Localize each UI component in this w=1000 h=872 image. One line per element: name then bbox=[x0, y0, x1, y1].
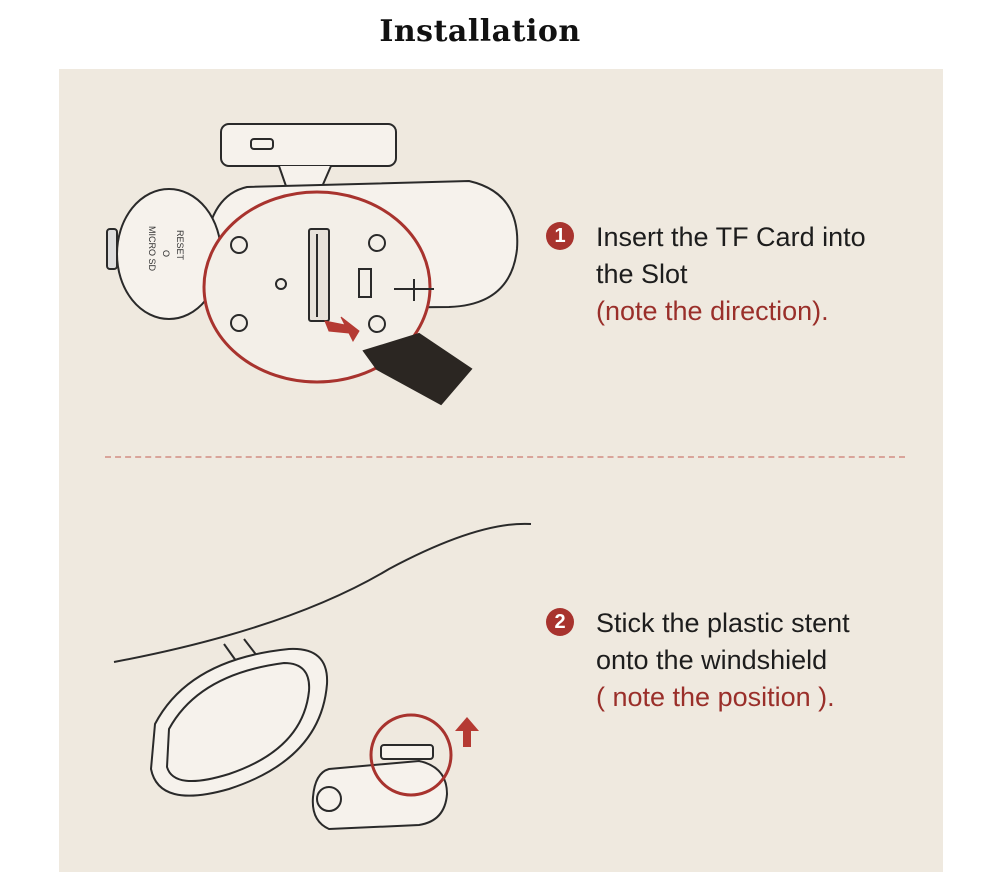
insert-arrow bbox=[324, 316, 360, 343]
step-1: 1 Insert the TF Card into the Slot (note… bbox=[546, 219, 866, 330]
section-divider bbox=[105, 456, 905, 458]
step-2-line-2: onto the windshield bbox=[596, 645, 828, 675]
lid-label-reset: RESET bbox=[175, 230, 185, 261]
stent-mount bbox=[380, 744, 434, 760]
lid-label-o: O bbox=[161, 250, 171, 257]
screw-3 bbox=[230, 314, 248, 332]
camera-lens bbox=[316, 786, 342, 812]
camera-sd-illustration bbox=[106, 123, 519, 406]
instruction-card: RESET O MICRO SD 1 Insert the TF Card in bbox=[59, 69, 943, 872]
step-2-text: Stick the plastic stent onto the windshi… bbox=[596, 605, 850, 716]
screw-2 bbox=[368, 234, 386, 252]
step-2-number-badge: 2 bbox=[546, 608, 574, 636]
screw-1 bbox=[230, 236, 248, 254]
page-title: Installation bbox=[379, 14, 581, 49]
sd-slot bbox=[308, 228, 330, 322]
windshield-illustration bbox=[113, 522, 532, 831]
step-1-line-1: Insert the TF Card into bbox=[596, 222, 866, 252]
lid-label-micro-sd: MICRO SD bbox=[147, 226, 157, 272]
step-1-text: Insert the TF Card into the Slot (note t… bbox=[596, 219, 866, 330]
screw-4 bbox=[368, 315, 386, 333]
step-2-note: ( note the position ). bbox=[596, 682, 835, 712]
lid-labels: RESET O MICRO SD bbox=[147, 226, 185, 272]
reset-hole bbox=[275, 278, 287, 290]
button-small bbox=[358, 268, 372, 298]
lid-tab bbox=[106, 228, 118, 270]
camera-small bbox=[311, 759, 449, 831]
rear-view-mirror bbox=[149, 647, 329, 797]
step-2-line-1: Stick the plastic stent bbox=[596, 608, 850, 638]
step-1-number-badge: 1 bbox=[546, 222, 574, 250]
step-1-line-2: the Slot bbox=[596, 259, 688, 289]
illustration-canvas: RESET O MICRO SD bbox=[106, 123, 532, 831]
windshield-edge bbox=[113, 522, 532, 663]
mount-port bbox=[250, 138, 274, 150]
sd-card bbox=[362, 332, 473, 406]
up-arrow-icon bbox=[455, 717, 479, 747]
camera-mount-block bbox=[220, 123, 397, 167]
step-2: 2 Stick the plastic stent onto the winds… bbox=[546, 605, 850, 716]
hinge-t bbox=[394, 279, 434, 301]
position-circle bbox=[369, 713, 453, 797]
step-1-note: (note the direction). bbox=[596, 296, 829, 326]
